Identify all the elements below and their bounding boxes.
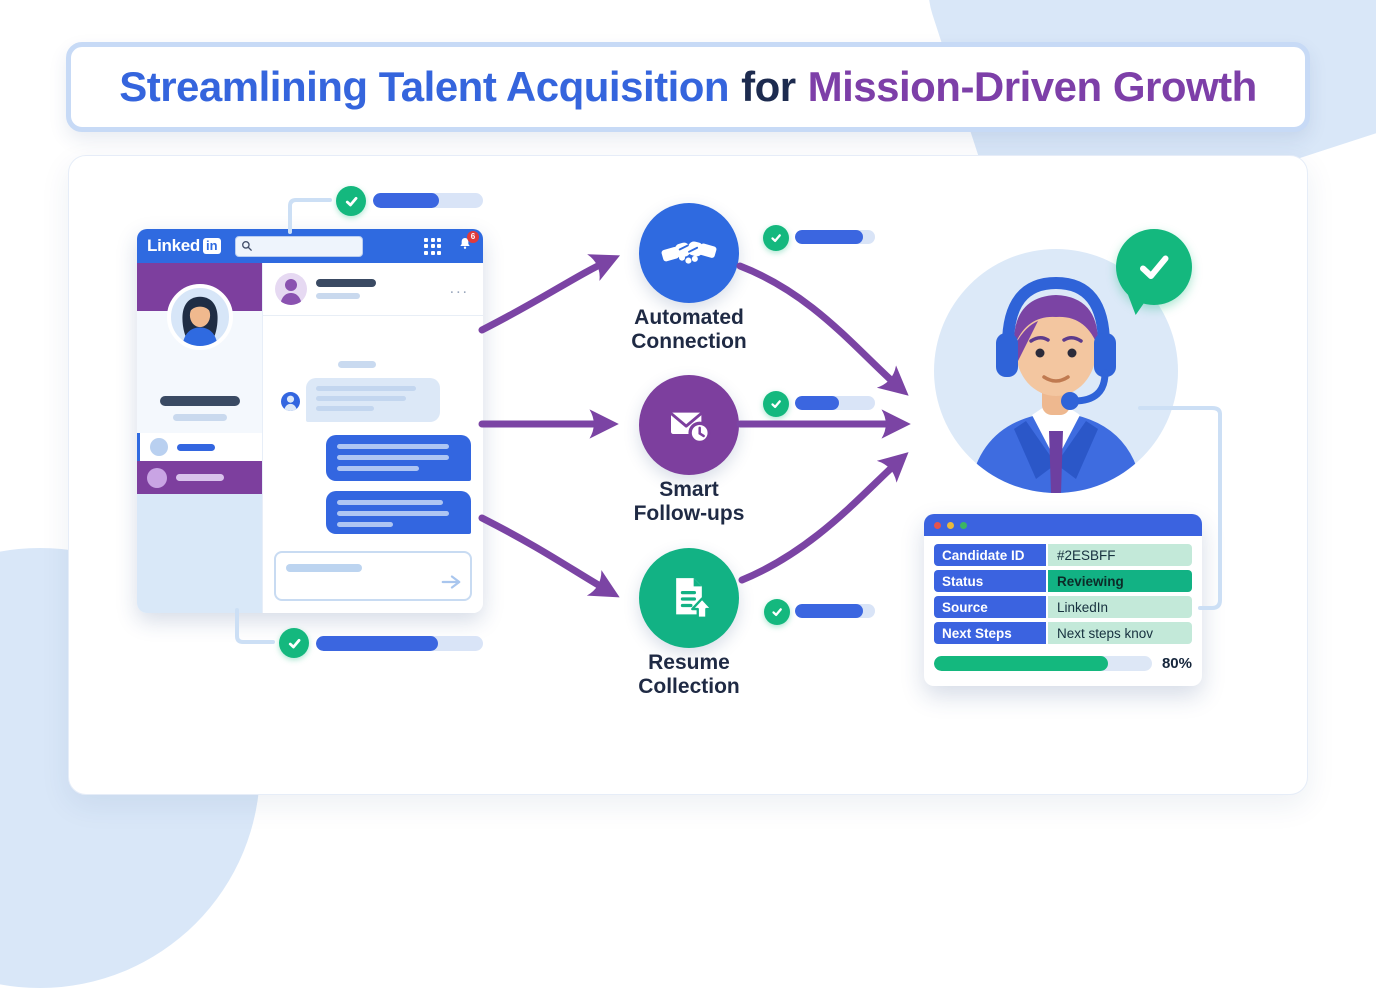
send-icon[interactable] — [440, 571, 462, 593]
check-icon — [763, 225, 789, 251]
check-icon — [336, 186, 366, 216]
resume-upload-icon — [676, 578, 714, 619]
linkedin-window: Linked in 6 — [137, 229, 483, 613]
person-icon — [283, 395, 298, 411]
notification-badge: 6 — [467, 230, 479, 243]
message-input[interactable] — [274, 551, 472, 601]
woman-avatar-illustration — [182, 296, 218, 346]
check-icon — [1140, 255, 1169, 279]
title-segment-purple: Mission-Driven Growth — [807, 63, 1258, 110]
window-maximize-dot — [960, 521, 967, 529]
speech-bubble-check — [1116, 229, 1192, 305]
step-resume-collection — [639, 548, 739, 648]
man-headset-illustration — [969, 276, 1143, 493]
mail-clock-icon — [670, 412, 711, 445]
sidebar-fill — [137, 494, 262, 613]
card-progress-bar — [934, 656, 1152, 671]
post-avatar — [275, 273, 307, 305]
linkedin-profile-sidebar — [137, 263, 263, 613]
step-label-automated-connection: Automated Connection — [631, 306, 747, 353]
card-row-status: Status Reviewing — [934, 570, 1192, 592]
card-row-source: Source LinkedIn — [934, 596, 1192, 618]
progress-bar-step2 — [795, 396, 875, 410]
apps-grid-icon[interactable] — [424, 237, 441, 255]
linkedin-header: Linked in 6 — [137, 229, 483, 263]
check-icon — [279, 628, 309, 658]
sidebar-item-label-placeholder — [176, 474, 224, 481]
divider — [263, 315, 483, 316]
outgoing-bubble — [326, 435, 471, 481]
progress-bar-top — [373, 193, 483, 208]
linkedin-feed-column: ... — [263, 263, 483, 613]
title-segment-dark: for — [741, 63, 796, 110]
message-placeholder-line — [286, 564, 362, 572]
post-subtitle-placeholder — [316, 293, 360, 299]
check-icon — [764, 599, 790, 625]
title-segment-blue: Streamlining Talent Acquisition — [119, 63, 730, 110]
timestamp-pill — [338, 361, 376, 368]
progress-bar-bottom — [316, 636, 483, 651]
linkedin-logo-badge: in — [203, 238, 221, 254]
linkedin-logo-text: Linked — [147, 236, 200, 255]
card-titlebar — [924, 514, 1202, 536]
window-close-dot — [934, 521, 941, 529]
more-options-icon[interactable]: ... — [449, 280, 469, 297]
card-row-next-steps: Next Steps Next steps knov — [934, 622, 1192, 644]
chat-avatar — [281, 392, 300, 411]
step-automated-connection — [639, 203, 739, 303]
sidebar-item-icon — [150, 438, 168, 456]
post-header: ... — [263, 263, 483, 305]
progress-bar-step1 — [795, 230, 875, 244]
card-row-candidate-id: Candidate ID #2ESBFF — [934, 544, 1192, 566]
step-smart-followups — [639, 375, 739, 475]
step-label-smart-followups: Smart Follow-ups — [633, 478, 745, 525]
recruiter-avatar — [934, 249, 1178, 493]
window-minimize-dot — [947, 521, 954, 529]
card-progress-percent: 80% — [1161, 655, 1192, 672]
title-banner: Streamlining Talent Acquisition for Miss… — [66, 42, 1310, 132]
profile-headline-placeholder — [173, 414, 227, 421]
search-input[interactable] — [234, 235, 363, 257]
card-progress: 80% — [924, 648, 1202, 672]
sidebar-item-highlighted[interactable] — [137, 461, 262, 494]
check-icon — [763, 391, 789, 417]
post-author-placeholder — [316, 279, 376, 287]
outgoing-bubble — [326, 491, 471, 534]
status-badge: Reviewing — [1048, 570, 1192, 592]
incoming-bubble — [306, 378, 440, 422]
search-icon — [241, 241, 252, 251]
bell-icon[interactable]: 6 — [457, 230, 479, 257]
handshake-icon — [661, 241, 717, 264]
person-icon — [280, 279, 302, 305]
linkedin-logo: Linked in — [147, 236, 221, 256]
sidebar-item-icon — [147, 467, 167, 488]
sidebar-item-label-placeholder — [177, 443, 215, 451]
main-diagram-panel: Linked in 6 — [68, 155, 1308, 795]
incoming-message — [281, 378, 440, 422]
progress-bar-step3 — [795, 604, 875, 618]
profile-avatar — [167, 284, 233, 350]
sidebar-item-active[interactable] — [137, 433, 262, 461]
step-label-resume-collection: Resume Collection — [638, 651, 740, 698]
candidate-card: Candidate ID #2ESBFF Status Reviewing So… — [924, 514, 1202, 686]
profile-name-placeholder — [160, 396, 240, 406]
